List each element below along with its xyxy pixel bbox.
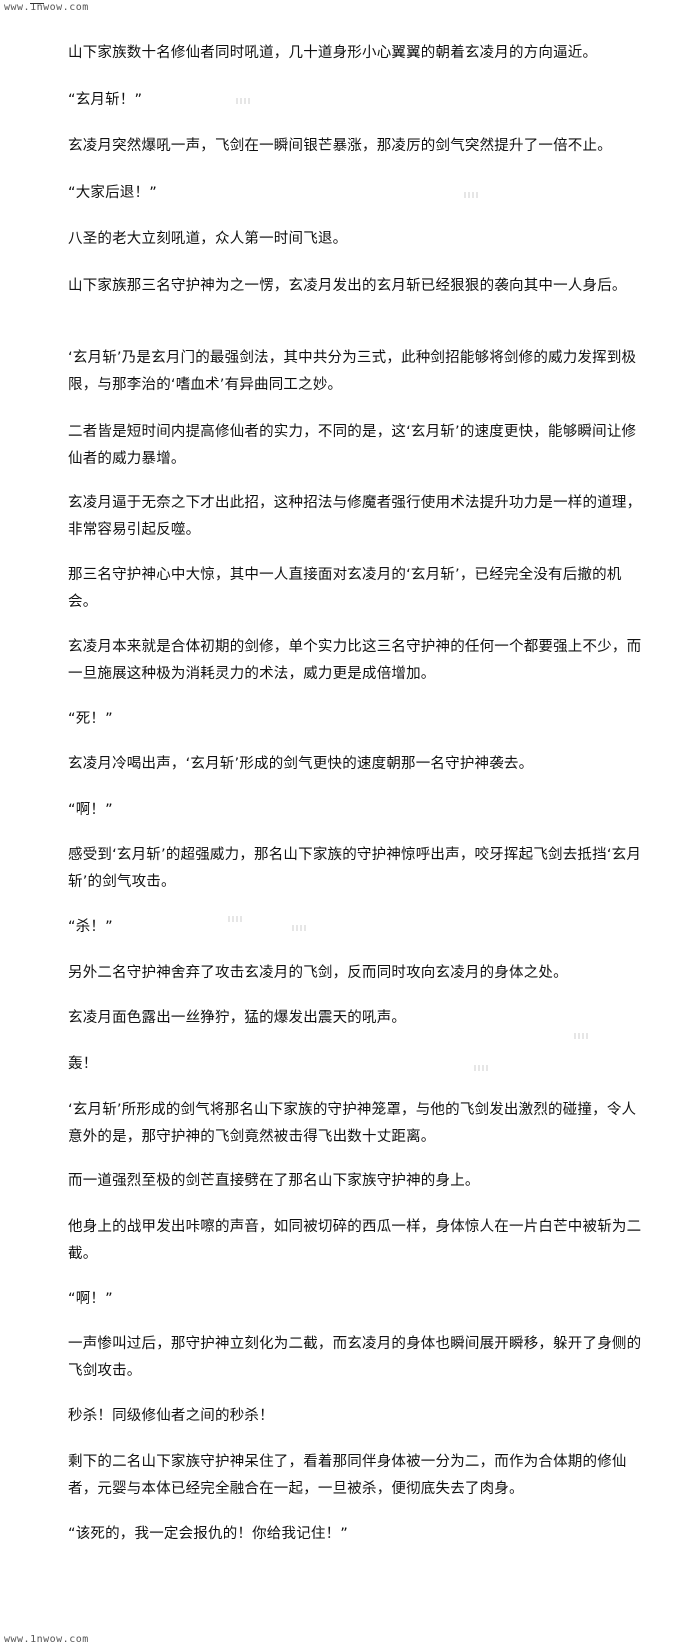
- paragraph: 玄凌月冷喝出声，‘玄月斩’形成的剑气更快的速度朝那一名守护神袭去。: [68, 756, 534, 772]
- paragraph: 二者皆是短时间内提高修仙者的实力，不同的是，这‘玄月斩’的速度更快，能够瞬间让修…: [68, 424, 637, 467]
- paragraph: 秒杀！同级修仙者之间的秒杀！: [68, 1408, 274, 1424]
- paragraph: 他身上的战甲发出咔嚓的声音，如同被切碎的西瓜一样，身体惊人在一片白芒中被斩为二截…: [68, 1219, 642, 1262]
- paragraph: ‘玄月斩’乃是玄月门的最强剑法，其中共分为三式，此种剑招能够将剑修的威力发挥到极…: [68, 350, 637, 393]
- scan-noise: [236, 98, 250, 104]
- paragraph: “该死的，我一定会报仇的！你给我记住！”: [68, 1526, 349, 1542]
- paragraph: 玄凌月本来就是合体初期的剑修，单个实力比这三名守护神的任何一个都要强上不少，而一…: [68, 639, 642, 682]
- paragraph: 玄凌月突然爆吼一声，飞剑在一瞬间银芒暴涨，那凌厉的剑气突然提升了一倍不止。: [68, 138, 612, 154]
- paragraph: 山下家族那三名守护神为之一愣，玄凌月发出的玄月斩已经狠狠的袭向其中一人身后。: [68, 278, 627, 294]
- watermark-top: www.1nwow.com: [4, 2, 89, 13]
- watermark-bottom: www.1nwow.com: [4, 1634, 89, 1645]
- scan-noise: [228, 916, 242, 922]
- paragraph: 玄凌月面色露出一丝狰狞，猛的爆发出震天的吼声。: [68, 1010, 407, 1026]
- paragraph: 玄凌月逼于无奈之下才出此招，这种招法与修魔者强行使用术法提升功力是一样的道理，非…: [68, 495, 642, 538]
- paragraph: 一声惨叫过后，那守护神立刻化为二截，而玄凌月的身体也瞬间展开瞬移，躲开了身侧的飞…: [68, 1336, 642, 1379]
- paragraph: 八圣的老大立刻吼道，众人第一时间飞退。: [68, 231, 348, 247]
- scan-noise: [574, 1033, 588, 1039]
- paragraph: 山下家族数十名修仙者同时吼道，几十道身形小心翼翼的朝着玄凌月的方向逼近。: [68, 45, 598, 61]
- paragraph: 另外二名守护神舍弃了攻击玄凌月的飞剑，反而同时攻向玄凌月的身体之处。: [68, 965, 568, 981]
- paragraph: “大家后退！”: [68, 185, 157, 201]
- paragraph: 而一道强烈至极的剑芒直接劈在了那名山下家族守护神的身上。: [68, 1173, 480, 1189]
- paragraph: “啊！”: [68, 802, 113, 818]
- paragraph: “玄月斩！”: [68, 92, 143, 108]
- paragraph: 剩下的二名山下家族守护神呆住了，看着那同伴身体被一分为二，而作为合体期的修仙者，…: [68, 1454, 627, 1497]
- top-text-fragment: [30, 0, 44, 4]
- paragraph: 那三名守护神心中大惊，其中一人直接面对玄凌月的‘玄月斩’，已经完全没有后撤的机会…: [68, 567, 622, 610]
- paragraph: ‘玄月斩’所形成的剑气将那名山下家族的守护神笼罩，与他的飞剑发出激烈的碰撞，令人…: [68, 1102, 637, 1145]
- scan-noise: [474, 1065, 488, 1071]
- paragraph: 感受到‘玄月斩’的超强威力，那名山下家族的守护神惊呼出声，咬牙挥起飞剑去抵挡‘玄…: [68, 847, 642, 890]
- paragraph: “啊！”: [68, 1291, 113, 1307]
- paragraph: “杀！”: [68, 919, 113, 935]
- paragraph: “死！”: [68, 711, 113, 727]
- scan-noise: [292, 925, 306, 931]
- paragraph: 轰！: [68, 1056, 98, 1072]
- scan-noise: [464, 192, 478, 198]
